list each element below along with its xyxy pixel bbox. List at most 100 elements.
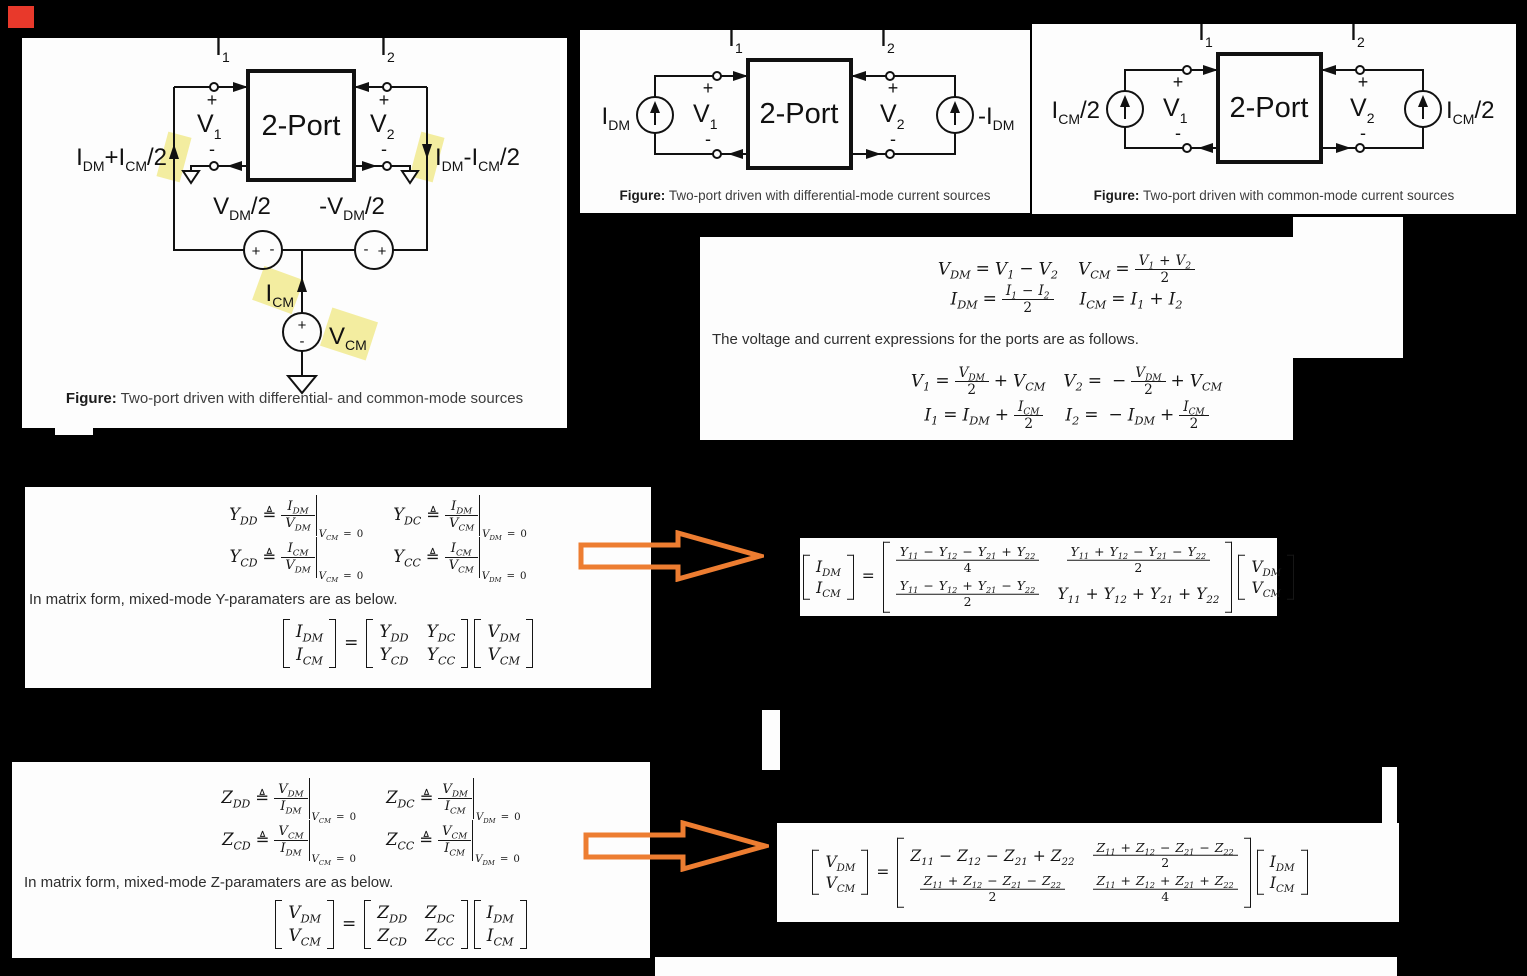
ground-icon (181, 170, 201, 185)
source-arrow-up (1418, 95, 1428, 107)
icm-arrow (297, 277, 307, 292)
right-current-arrow (422, 144, 432, 159)
v1-plus: + (703, 78, 714, 98)
svg-text:-: - (364, 241, 369, 258)
vcm-label: VCM (329, 323, 367, 353)
v1-label: V1 (693, 100, 718, 132)
v2-label: V2 (880, 100, 905, 132)
i1-label: I1 (215, 38, 230, 65)
highlight-vcm (319, 307, 379, 361)
panel-circuit-dm-cm-sources: 2-Port (22, 33, 567, 428)
svg-text:+: + (298, 317, 307, 334)
icm-source-right (1404, 90, 1442, 128)
icm-source-left (1106, 90, 1144, 128)
panel-fragment-stub (55, 428, 93, 435)
arrow-right-icon (583, 820, 769, 872)
z-matrix-sentence: In matrix form, mixed-mode Z-paramaters … (24, 874, 394, 891)
terminal (382, 161, 392, 171)
source-arrow-up (650, 101, 660, 113)
terminal (1182, 65, 1192, 75)
i1-label: I1 (728, 30, 743, 56)
v1-minus: - (1175, 123, 1181, 143)
vcm-source: + - (282, 312, 322, 352)
schematic-cm-current-sources: 2-Port I1 I2 + V1 - + V2 (1052, 18, 1494, 164)
v1-plus: + (1173, 72, 1184, 92)
svg-text:2-Port: 2-Port (1230, 92, 1309, 124)
svg-text:-: - (270, 241, 275, 258)
v2-label: V2 (1350, 94, 1375, 126)
v1-minus: - (209, 139, 215, 159)
i2-arrow (354, 82, 369, 92)
i2-label: I2 (380, 38, 395, 65)
idm-source-right (936, 96, 974, 134)
vdm-source-right: - + (354, 230, 394, 270)
panel-fragment-right (1293, 217, 1403, 358)
src-right-label: ICM/2 (1446, 97, 1494, 127)
v1-label: V1 (197, 110, 222, 142)
left-current-arrow (169, 144, 179, 159)
svg-text:2-Port: 2-Port (760, 98, 839, 130)
v1-label: V1 (1163, 94, 1188, 126)
terminal (712, 71, 722, 81)
icm-label: ICM (266, 280, 294, 310)
i2-arrow (851, 71, 866, 81)
panel-circuit-dm-current-sources: 2-Port I1 I2 + V1 - + V2 (580, 24, 1030, 213)
terminal (209, 161, 219, 171)
two-port-box: 2-Port (246, 69, 356, 182)
vdm-right-label: -VDM/2 (319, 193, 385, 223)
terminal (1182, 143, 1192, 153)
figure-caption: Figure: Two-port driven with differentia… (619, 188, 991, 203)
terminal (712, 149, 722, 159)
two-port-box: 2-Port (1216, 52, 1323, 164)
panel-fragment-bottom (655, 957, 1397, 976)
i2-label: I2 (880, 30, 895, 56)
v2-minus: - (1360, 123, 1366, 143)
schematic-dm-current-sources: 2-Port I1 I2 + V1 - + V2 (602, 24, 1014, 170)
svg-text:2-Port: 2-Port (262, 110, 341, 142)
port2-return-arrow (1336, 143, 1351, 153)
svg-text:+: + (378, 243, 387, 260)
v1-plus: + (207, 90, 218, 110)
two-port-box: 2-Port (746, 58, 853, 170)
schematic-dm-cm-sources: 2-Port (76, 33, 520, 395)
src-right-label: -IDM (978, 103, 1014, 133)
svg-text:-: - (300, 333, 305, 350)
i1-arrow (1203, 65, 1218, 75)
src-left-label: ICM/2 (1052, 97, 1100, 127)
panel-fragment-vbar (762, 710, 780, 770)
ground-icon (400, 170, 420, 185)
v2-minus: - (890, 129, 896, 149)
y-matrix-sentence: In matrix form, mixed-mode Y-paramaters … (29, 591, 398, 608)
i2-label: I2 (1350, 24, 1365, 50)
i2-arrow (1321, 65, 1336, 75)
terminal (885, 149, 895, 159)
idm-source-left (636, 96, 674, 134)
i1-arrow (233, 82, 248, 92)
panel-fragment-sliver (1382, 767, 1397, 823)
red-fragment (8, 6, 34, 28)
v2-plus: + (1358, 72, 1369, 92)
ground-icon (285, 375, 319, 395)
panel-circuit-cm-current-sources: 2-Port I1 I2 + V1 - + V2 (1032, 18, 1516, 214)
v2-plus: + (379, 90, 390, 110)
v2-label: V2 (370, 110, 395, 142)
relations-sentence: The voltage and current expressions for … (712, 331, 1139, 348)
svg-text:+: + (252, 243, 261, 260)
terminal (1355, 65, 1365, 75)
terminal (1355, 143, 1365, 153)
